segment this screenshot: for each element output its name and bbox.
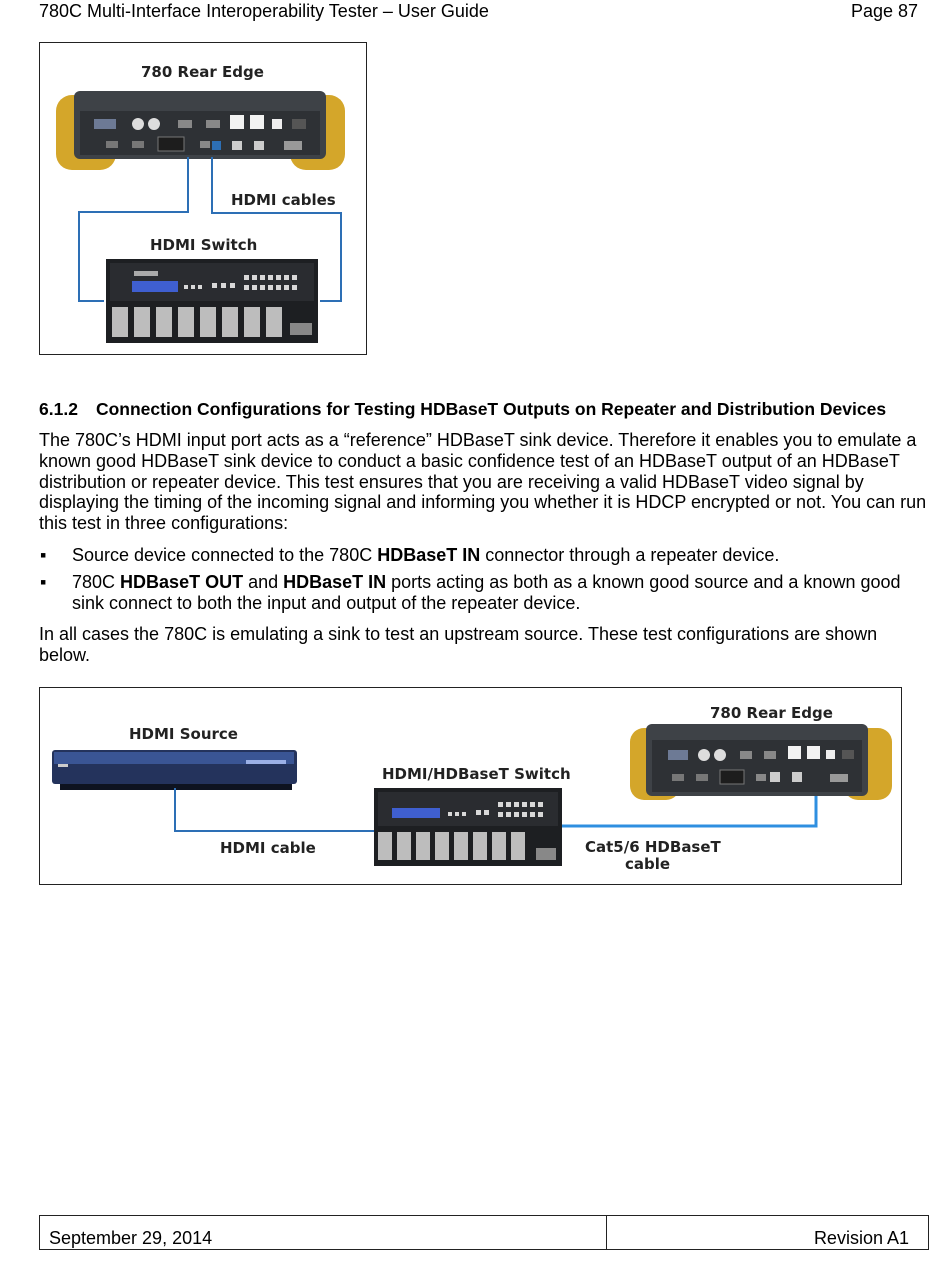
figure2-cat-label-line2: cable [625,855,670,873]
bullet-marker: ▪ [40,545,47,565]
section-heading: 6.1.2 Connection Configurations for Testi… [39,398,886,420]
running-header-title: 780C Multi-Interface Interoperability Te… [39,1,489,21]
hdmi-source-player-image [52,750,297,790]
section-number: 6.1.2 [39,399,78,419]
figure2-hdmi-cable-label: HDMI cable [220,839,316,857]
hdmi-cable-right [211,157,342,302]
figure1-title: 780 Rear Edge [141,63,264,81]
figure-rear-edge-hdmi-switch: 780 Rear Edge HDMI [39,42,367,355]
tester-780-rear-edge-image [56,91,345,170]
footer-divider [606,1216,607,1249]
figure1-switch-label: HDMI Switch [150,236,257,254]
hdmi-cable-left [78,157,189,302]
figure-hdbaset-test-configuration: HDMI Source HDMI cable HDMI/HDBaseT Swit… [39,687,902,885]
bullet-2-text: 780C HDBaseT OUT and HDBaseT IN ports ac… [72,572,901,613]
footer-revision: Revision A1 [813,1228,909,1248]
bullet-1-text: Source device connected to the 780C HDBa… [72,545,780,565]
footer-box: September 29, 2014 Revision A1 [39,1215,929,1250]
hdmi-switch-image [106,259,318,343]
figure2-source-label: HDMI Source [129,725,238,743]
summary-paragraph: In all cases the 780C is emulating a sin… [39,624,878,665]
section-title: Connection Configurations for Testing HD… [95,399,887,419]
tester-780-rear-edge-image-2 [630,724,892,800]
bullet-marker: ▪ [40,572,47,592]
intro-paragraph: The 780C’s HDMI input port acts as a “re… [39,430,927,534]
figure2-cat-label-line1: Cat5/6 HDBaseT [585,838,722,856]
figure2-drawing: HDMI Source HDMI cable HDMI/HDBaseT Swit… [52,704,892,873]
bullet-item-2: ▪ 780C HDBaseT OUT and HDBaseT IN ports … [40,572,912,614]
running-header-page: Page 87 [850,1,918,21]
figure1-drawing: 780 Rear Edge HDMI [56,63,345,343]
hdmi-cable-line [174,788,380,832]
bullet-item-1: ▪ Source device connected to the 780C HD… [40,545,920,566]
hdmi-hdbaset-switch-image [374,788,562,866]
figure2-switch-label: HDMI/HDBaseT Switch [382,765,571,783]
footer-date: September 29, 2014 [49,1228,213,1248]
figure2-rear-label: 780 Rear Edge [710,704,833,722]
figure1-cables-label: HDMI cables [231,191,336,209]
